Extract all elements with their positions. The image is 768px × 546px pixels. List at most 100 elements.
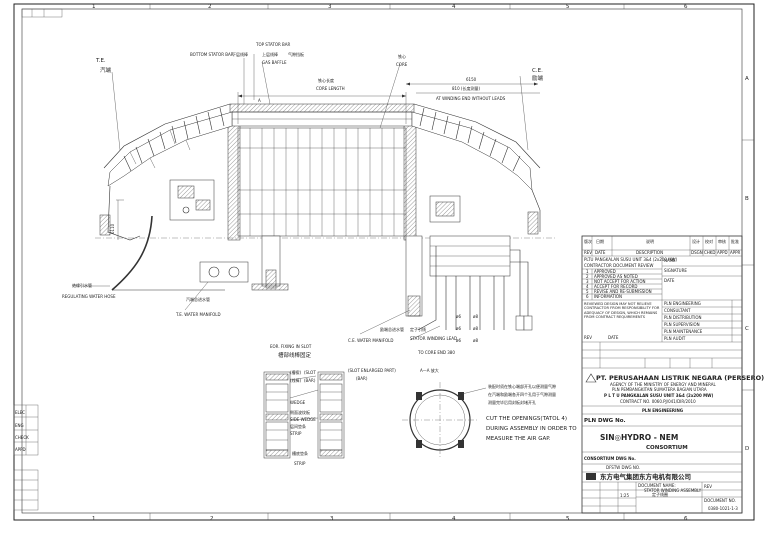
section-note-1: CUT THE OPENINGS(TATOL 4) (486, 416, 567, 422)
top-stator-bar-label: TOP STATOR BAR (255, 42, 290, 47)
owner-block: PT. PERUSAHAAN LISTRIK NEGARA (PERSERO) … (582, 373, 764, 427)
core-length-label-cn: 铁心长度 (318, 77, 334, 83)
side-wedge-label: SIDE WEDGE (290, 417, 316, 422)
review-name: NAME (664, 258, 676, 263)
contract-no: CONTRACT NO. 0060.PJ/041/DIR/2010 (620, 399, 696, 404)
te-manifold-label: T.E. WATER MANIFOLD (175, 312, 221, 317)
left-margin-stamp: ELEC ENG CHECK APPD (13, 404, 39, 511)
pln-dwg-no: PLN DWG No. (584, 418, 626, 424)
stamp-elec: ELEC (15, 410, 25, 415)
section-note-3: MEASURE THE AIR GAP. (486, 436, 551, 442)
rev-e-0: REV (584, 250, 592, 255)
review-code-2: 2 (586, 274, 589, 279)
te-clamp-plate (227, 123, 241, 241)
dec-logo-icon (586, 473, 596, 480)
review-text-6: INFORMATION (594, 294, 622, 299)
gas-baffle-label-cn: 气隙挡板 (288, 51, 304, 57)
te-manifold (199, 261, 249, 283)
slot-bar-label: (BAR) (356, 376, 368, 381)
section-note-2: DURING ASSEMBLY IN ORDER TO (486, 426, 577, 432)
consortium-dwg-no: CONSORTIUM DWG No. (584, 456, 636, 461)
bottom-strip-label: STRIP (294, 461, 306, 466)
te-support (99, 214, 111, 236)
dim-left: 6110 (110, 223, 115, 234)
review-code-1: 1 (586, 269, 589, 274)
bottom-strip-label-cn: 槽底垫条 (292, 450, 308, 456)
discipline-1: PLN ENGINEERING (664, 301, 701, 306)
bar-top-wedge (229, 103, 415, 113)
grid-col-2: 2 (208, 4, 212, 10)
rev-h-0: 版次 (584, 238, 592, 244)
pln-logo-icon (585, 373, 597, 383)
water-hose (111, 215, 153, 291)
core-label-cn: 铁心 (398, 53, 406, 59)
ce-manifold-label-cn: 励端总进水管 (380, 326, 404, 332)
document-info: 1:25 DOCUMENT NAME: STATOR WINDING ASSEM… (582, 482, 742, 513)
rev-h-3: 设计 (692, 238, 700, 244)
discipline-5: PLN MAINTENANCE (664, 329, 703, 334)
rev-h-6: 批准 (731, 238, 739, 244)
stamp-eng: ENG (15, 423, 24, 428)
ce-support (527, 211, 539, 235)
section-title: A—A 放大 (420, 367, 439, 373)
consortium-block: SIN◎HYDRO - NEM CONSORTIUM CONSORTIUM DW… (582, 433, 742, 483)
svg-text:ø6: ø6 (456, 338, 461, 343)
svg-text:ø8: ø8 (473, 338, 478, 343)
opening-1 (416, 392, 422, 400)
section-a-a-detail: A—A 放大 装配时须在铁心端部开孔以便测量气隙 在汽端和励端各开四个孔用于气隙… (402, 367, 577, 458)
project-code: PLTU PANGKALAN SUSU UNIT 3&4 (2x200 MW) (584, 257, 678, 262)
slot-fixing-detail: EOR. FIXING IN SLOT 槽部线棒固定 (槽楔) (SLOT (线… (263, 344, 396, 466)
review-text-4: ACCEPT FOR RECORD (594, 284, 638, 289)
stator-lead-label-cn: 定子引线 (410, 326, 426, 332)
outer-frame (13, 3, 755, 521)
review-code-3: 3 (586, 279, 589, 284)
grid-col-6-bottom: 6 (684, 516, 688, 522)
grid-col-3: 3 (328, 4, 332, 10)
consortium-label: CONSORTIUM (646, 445, 688, 451)
project-name: P L T U PANGKALAN SUSU UNIT 3&4 (2x200 M… (604, 393, 714, 398)
rev-e-4: CHKD (704, 250, 716, 255)
ce-clamp-plate (403, 123, 417, 241)
discipline-3: PLN DISTRIBUTION (664, 315, 702, 320)
grid-row-a: A (745, 76, 749, 82)
ce-end-winding (411, 111, 533, 191)
opening-4 (458, 440, 464, 448)
grid-col-3-bottom: 3 (330, 516, 334, 522)
strip-label: STRIP (290, 431, 302, 436)
review-code-6: 6 (586, 294, 589, 299)
te-end-winding (107, 111, 233, 187)
dim-810: 810 (长度测量) (452, 85, 480, 91)
bar-label: (BAR) (304, 378, 316, 383)
slot-left-layers (265, 373, 289, 457)
review-notes: REVIEWED DESIGN MAY NOT RELIEVE CONTRACT… (582, 300, 742, 343)
water-hose-label: REGULATING WATER HOSE (62, 294, 116, 299)
rev-label: REV (584, 335, 592, 340)
slot-detail-title: EOR. FIXING IN SLOT (270, 344, 312, 349)
stator-lead-label: STATOR WINDING LEAD (410, 336, 457, 341)
bottom-stator-bar-label: BOTTOM STATOR BAR (190, 52, 234, 57)
grid-column-markers: 1 2 3 4 5 6 1 2 3 4 5 6 (92, 4, 688, 522)
ce-lead-tubes (429, 235, 533, 331)
rev-h-4: 校对 (705, 238, 713, 244)
slot-label-cn: (槽楔) (290, 369, 302, 375)
review-code-4: 4 (586, 284, 589, 289)
grid-row-c: C (745, 326, 749, 332)
te-label-cn: 汽端 (100, 66, 112, 74)
title-block: 版次 日期 说明 设计 校对 审核 批准 REV DATE DESCRIPTIO… (581, 235, 764, 514)
grid-col-4-bottom: 4 (452, 516, 456, 522)
grid-col-4: 4 (452, 4, 456, 10)
revision-table: 版次 日期 说明 设计 校对 审核 批准 REV DATE DESCRIPTIO… (582, 236, 742, 257)
svg-text:ø8: ø8 (473, 326, 478, 331)
te-winding-ribs (123, 107, 225, 172)
review-note-text: REVIEWED DESIGN MAY NOT RELIEVE CONTRACT… (584, 302, 660, 320)
rev-e-3: DSGN (691, 250, 703, 255)
scale-value: 1:25 (620, 493, 629, 498)
review-text-1: APPROVED (594, 269, 616, 274)
te-manifold-label-cn: 汽端总进水管 (186, 296, 210, 302)
svg-text:ø6: ø6 (456, 326, 461, 331)
core-laminations (238, 128, 406, 236)
stamp-appd: APPD (15, 447, 26, 452)
